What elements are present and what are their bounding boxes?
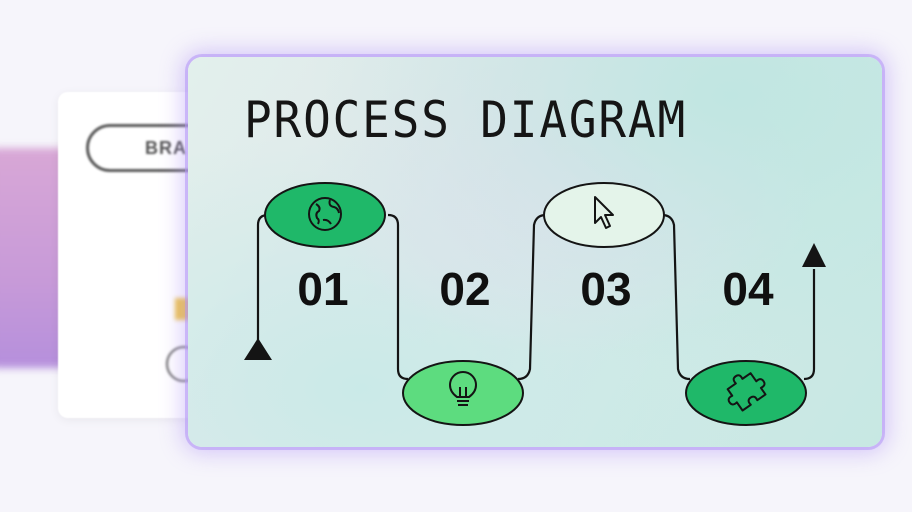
step-01[interactable]: 01: [264, 182, 386, 315]
step-03[interactable]: 03: [543, 182, 665, 315]
start-arrow-icon: [244, 338, 272, 360]
puzzle-icon: [726, 372, 767, 412]
step-04[interactable]: 04: [685, 263, 807, 426]
slide-title: PROCESS DIAGRAM: [244, 91, 688, 149]
slide-card[interactable]: PROCESS DIAGRAM 01: [188, 57, 882, 447]
end-arrow-icon: [802, 243, 826, 267]
step-02[interactable]: 02: [402, 263, 524, 426]
background-pill-text: BRA: [145, 137, 187, 158]
process-path-line: [256, 213, 816, 381]
step-04-ellipse: [685, 360, 807, 426]
step-01-number: 01: [297, 263, 348, 315]
step-02-ellipse: [402, 360, 524, 426]
process-diagram: 01 02 03 04: [244, 182, 826, 426]
step-01-ellipse: [264, 182, 386, 248]
step-03-number: 03: [580, 263, 631, 315]
globe-icon: [308, 197, 342, 231]
lightbulb-icon: [448, 371, 478, 406]
step-02-number: 02: [439, 263, 490, 315]
cursor-icon: [594, 196, 614, 229]
step-04-number: 04: [722, 263, 774, 315]
